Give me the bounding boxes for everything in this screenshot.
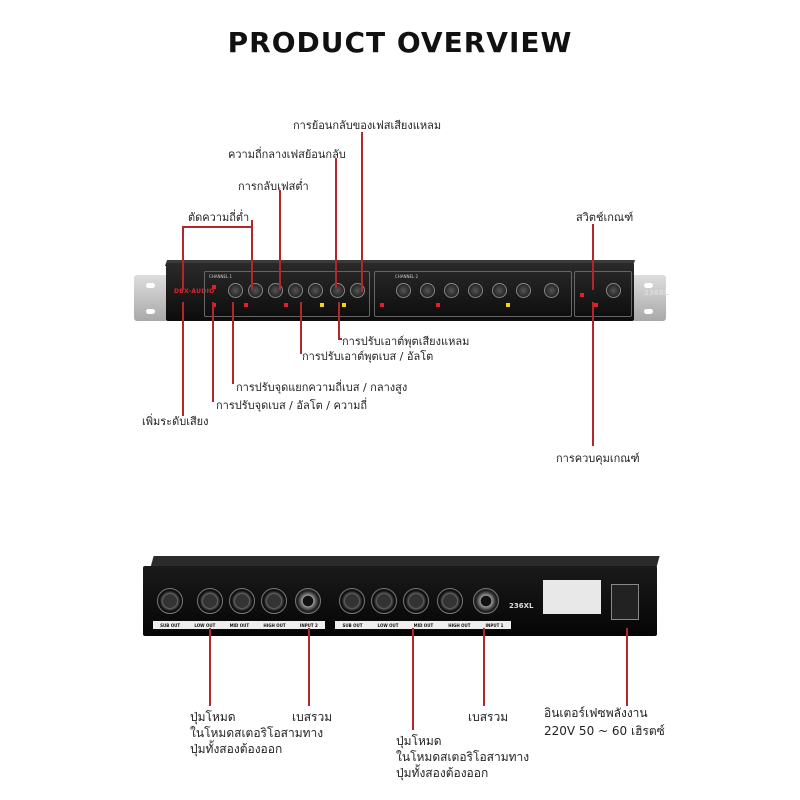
xlr-input-1-connector[interactable] xyxy=(473,588,499,614)
label-threshold-control: การควบคุมเกณฑ์ xyxy=(556,452,640,465)
label-threshold-switch: สวิตช์เกณฑ์ xyxy=(576,211,634,224)
label-mid-high-crossover: การปรับจุดแยกความถี่เบส / กลางสูง xyxy=(236,381,408,394)
led-indicator xyxy=(212,285,216,289)
high-output-2-knob-ch2[interactable] xyxy=(544,283,559,298)
label-bass-mid-output-adjust: การปรับเอาต์พุตเบส / อัลโต xyxy=(302,350,434,363)
mid-output-knob-ch1[interactable] xyxy=(308,283,323,298)
front-model-label: 236XL xyxy=(644,289,669,297)
led-indicator xyxy=(594,303,598,307)
xlr-out-connector[interactable] xyxy=(229,588,255,614)
rear-model-label: 236XL xyxy=(509,602,534,610)
label-mid-phase-reverse: ความถี่กลางเฟสย้อนกลับ xyxy=(228,148,346,161)
xlr-out-connector[interactable] xyxy=(261,588,287,614)
led-indicator xyxy=(380,303,384,307)
channel-2-panel: CHANNEL 2 xyxy=(374,271,572,317)
label-mono-left-1: ปุ่มโหมด xyxy=(190,710,236,724)
label-high-output-adjust: การปรับเอาต์พุตเสียงแหลม xyxy=(342,335,470,348)
label-power-1: อินเตอร์เฟซพลังงาน xyxy=(544,706,648,720)
threshold-panel xyxy=(574,271,632,317)
label-mono-left-3: ปุ่มทั้งสองต้องออก xyxy=(190,742,283,756)
high-output-knob-ch2[interactable] xyxy=(516,283,531,298)
gain-knob-ch2[interactable] xyxy=(396,283,411,298)
low-output-knob-ch2[interactable] xyxy=(444,283,459,298)
label-low-cut: ตัดความถี่ต่ำ xyxy=(188,211,250,224)
mid-output-knob-ch2[interactable] xyxy=(492,283,507,298)
label-sum-left: เบสรวม xyxy=(292,710,333,724)
channel-2-label: CHANNEL 2 xyxy=(395,274,419,279)
threshold-knob[interactable] xyxy=(606,283,621,298)
xlr-out-connector[interactable] xyxy=(403,588,429,614)
channel-1-panel: CHANNEL 1 xyxy=(204,271,370,317)
crossover-knob-ch1[interactable] xyxy=(288,283,303,298)
xlr-out-connector[interactable] xyxy=(339,588,365,614)
front-panel-device: DBX-AUDIO CHANNEL 1 CHANNEL 2 236XL xyxy=(134,260,668,323)
caution-sticker xyxy=(543,580,601,614)
xlr-out-connector[interactable] xyxy=(371,588,397,614)
led-indicator xyxy=(506,303,510,307)
label-mono-mid-3: ปุ่มทั้งสองต้องออก xyxy=(396,766,489,780)
led-indicator xyxy=(212,303,216,307)
xlr-out-connector[interactable] xyxy=(437,588,463,614)
page-title: PRODUCT OVERVIEW xyxy=(227,26,573,59)
led-indicator xyxy=(580,293,584,297)
xlr-input-2-connector[interactable] xyxy=(295,588,321,614)
brand-logo: DBX-AUDIO xyxy=(174,288,215,295)
led-indicator xyxy=(244,303,248,307)
label-high-phase-reverse: การย้อนกลับของเฟสเสียงแหลม xyxy=(293,119,442,132)
label-power-2: 220V 50 ~ 60 เฮิรตซ์ xyxy=(544,724,665,738)
label-low-phase-reverse: การกลับเฟสต่ำ xyxy=(238,180,309,193)
high-output-knob-ch1[interactable] xyxy=(330,283,345,298)
label-mono-mid-1: ปุ่มโหมด xyxy=(396,734,442,748)
label-mono-mid-2: ในโหมดสเตอริโอสามทาง xyxy=(396,750,530,764)
led-indicator xyxy=(284,303,288,307)
label-sum-right: เบสรวม xyxy=(468,710,509,724)
crossover-knob-ch2[interactable] xyxy=(468,283,483,298)
rack-ear-right xyxy=(632,275,666,321)
front-body: DBX-AUDIO CHANNEL 1 CHANNEL 2 236XL xyxy=(166,263,668,321)
power-inlet[interactable] xyxy=(611,584,639,620)
gain-knob-ch1[interactable] xyxy=(228,283,243,298)
low-freq-knob-ch2[interactable] xyxy=(420,283,435,298)
led-indicator xyxy=(436,303,440,307)
led-indicator xyxy=(342,303,346,307)
channel-1-label: CHANNEL 1 xyxy=(209,274,233,279)
xlr-out-connector[interactable] xyxy=(157,588,183,614)
label-bass-alto-freq: การปรับจุดเบส / อัลโต / ความถี่ xyxy=(216,399,368,412)
xlr-out-connector[interactable] xyxy=(197,588,223,614)
rack-ear-left xyxy=(134,275,168,321)
label-gain: เพิ่มระดับเสียง xyxy=(142,415,209,428)
led-indicator xyxy=(320,303,324,307)
label-mono-left-2: ในโหมดสเตอริโอสามทาง xyxy=(190,726,324,740)
